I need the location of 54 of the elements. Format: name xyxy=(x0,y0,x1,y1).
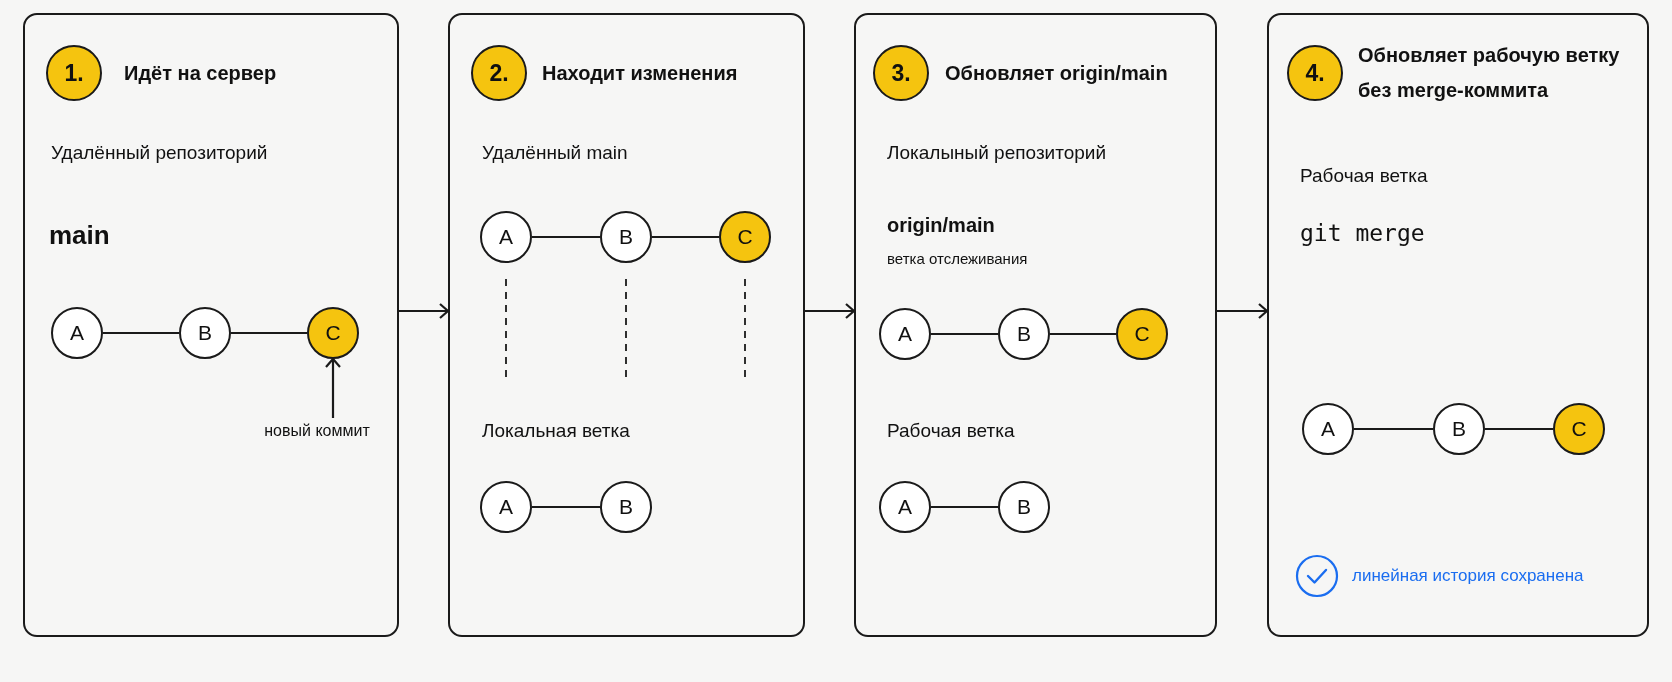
commit-circle: C xyxy=(1553,403,1605,455)
commit-link xyxy=(1354,427,1433,431)
commit-circle: A xyxy=(480,481,532,533)
commit-circle: B xyxy=(179,307,231,359)
step-panel xyxy=(448,13,805,637)
section-label: Рабочая ветка xyxy=(1300,165,1428,187)
branch-name: origin/main xyxy=(887,213,995,237)
step-number: 3. xyxy=(873,45,929,101)
step-heading: Идёт на сервер xyxy=(124,60,277,86)
commit-circle: B xyxy=(600,211,652,263)
commit-circle: A xyxy=(480,211,532,263)
section-label: Рабочая ветка xyxy=(887,420,1015,442)
flow-arrow xyxy=(1217,302,1269,320)
commit-circle: A xyxy=(879,308,931,360)
step-number: 4. xyxy=(1287,45,1343,101)
command-text: git merge xyxy=(1300,220,1425,246)
step-number: 1. xyxy=(46,45,102,101)
commit-circle: C xyxy=(307,307,359,359)
commit-link xyxy=(1050,332,1116,336)
step-heading: Находит изменения xyxy=(542,60,738,86)
step-heading: Обновляет origin/main xyxy=(945,60,1168,86)
commit-link xyxy=(532,235,600,239)
commit-circle: B xyxy=(600,481,652,533)
status-note: линейная история сохранена xyxy=(1352,566,1584,586)
commit-link xyxy=(103,331,179,335)
commit-link xyxy=(1485,427,1553,431)
step-panel xyxy=(1267,13,1649,637)
annotation-text: новый коммит xyxy=(264,422,370,440)
flow-arrow xyxy=(399,302,450,320)
commit-circle: B xyxy=(998,481,1050,533)
commit-circle: C xyxy=(1116,308,1168,360)
flow-arrow xyxy=(805,302,856,320)
section-label: Локальная ветка xyxy=(482,420,630,442)
leader-arrow xyxy=(324,357,342,418)
section-label: Локалыный репозиторий xyxy=(887,142,1107,164)
step-panel xyxy=(854,13,1217,637)
commit-link xyxy=(231,331,307,335)
commit-circle: A xyxy=(1302,403,1354,455)
step-heading: Обновляет рабочую ветку без merge-коммита xyxy=(1358,43,1621,103)
section-label: Удалённый репозиторий xyxy=(51,142,268,164)
step-panel xyxy=(23,13,399,637)
commit-link xyxy=(652,235,719,239)
commit-link xyxy=(931,505,998,509)
branch-name: main xyxy=(49,219,110,251)
step-number: 2. xyxy=(471,45,527,101)
commit-link xyxy=(532,505,600,509)
section-label: Удалённый main xyxy=(482,142,628,164)
commit-circle: C xyxy=(719,211,771,263)
commit-circle: B xyxy=(998,308,1050,360)
commit-circle: B xyxy=(1433,403,1485,455)
commit-circle: A xyxy=(879,481,931,533)
commit-circle: A xyxy=(51,307,103,359)
commit-link xyxy=(931,332,998,336)
caption-text: ветка отслеживания xyxy=(887,249,1028,267)
